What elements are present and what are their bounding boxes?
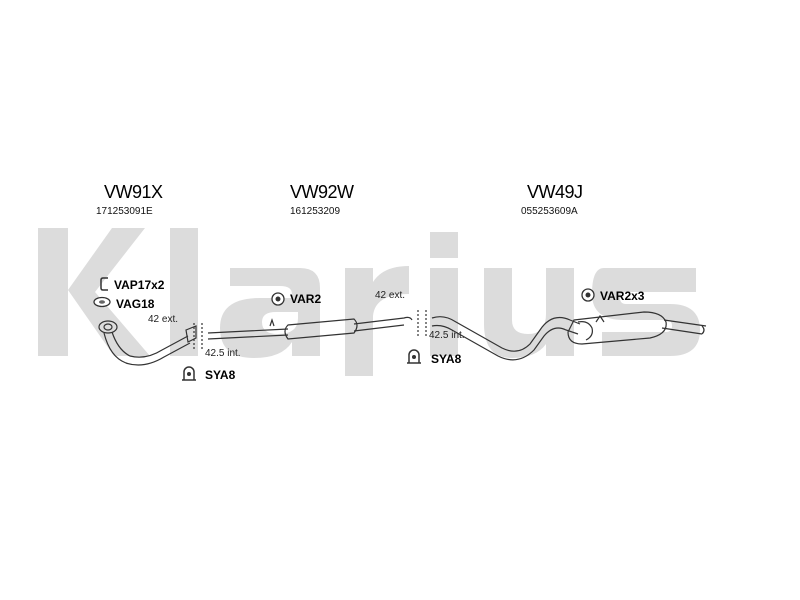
section-part-number: 161253209 — [290, 206, 341, 217]
fitting-var2x3: VAR2x3 — [600, 289, 645, 303]
joint-note-ext: 42 ext. — [148, 314, 179, 325]
joint-note-int: 42.5 int. — [205, 348, 241, 359]
section-part-number: 171253091E — [96, 206, 153, 217]
u-clamp-icon — [407, 349, 421, 364]
rear-silencer — [567, 311, 667, 345]
clamp-icon — [100, 277, 108, 291]
u-clamp-icon — [182, 366, 196, 381]
fitting-sya8: SYA8 — [205, 368, 236, 382]
section-code: VW92W — [290, 182, 354, 202]
fitting-vap17x2: VAP17x2 — [114, 278, 165, 292]
joint-note-ext: 42 ext. — [375, 290, 406, 301]
middle-silencer — [284, 318, 358, 340]
section-code: VW91X — [104, 182, 163, 202]
section-part-number: 055253609A — [521, 206, 578, 217]
middle-pipe — [207, 328, 289, 340]
rear-pipe — [431, 316, 581, 361]
gasket-icon — [93, 296, 111, 308]
fitting-sya8: SYA8 — [431, 352, 462, 366]
joint-note-int: 42.5 int. — [429, 330, 465, 341]
section-code: VW49J — [527, 182, 583, 202]
rubber-mount-icon — [271, 292, 285, 306]
tail-pipe — [661, 319, 707, 335]
front-flange — [98, 320, 118, 334]
fitting-var2: VAR2 — [290, 292, 322, 306]
rubber-mount-icon — [581, 288, 595, 302]
front-pipe — [103, 331, 191, 366]
fitting-vag18: VAG18 — [116, 297, 155, 311]
